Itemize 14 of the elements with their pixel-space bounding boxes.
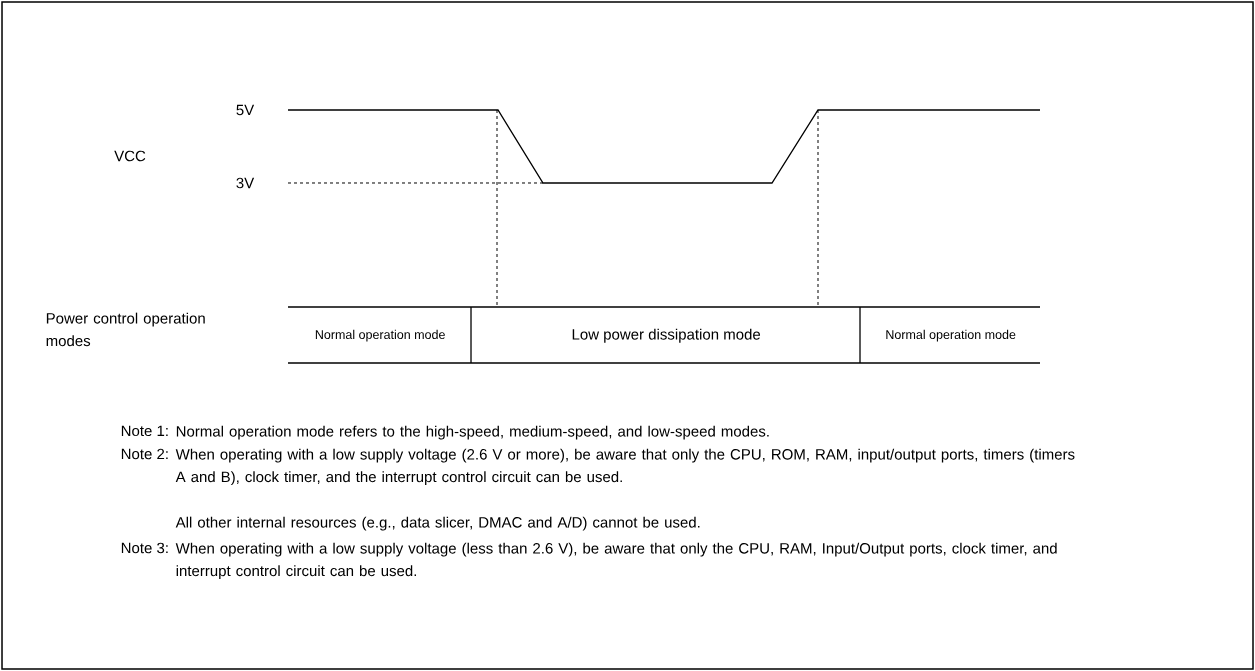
- voltage-label: 3V: [236, 177, 255, 189]
- note-text: When operating with a low supply voltage (less than 2.6 V), be aware that only the CPU, RAM, Input/Output ports, clock timer, and interrupt control circuit can be used.: [175, 542, 1057, 580]
- mode-cell: Low power dissipation mode: [470, 306, 861, 364]
- row-label: Power control operation modes: [46, 312, 205, 347]
- note-text: Normal operation mode refers to the high-speed, medium-speed, and low-speed modes.: [176, 425, 769, 440]
- note-text: When operating with a low supply voltage (2.6 V or more), be aware that only the CPU, ROM, RAM, input/output ports, timers (timers A and B), clock timer, and the interrupt control circuit can be used.: [175, 448, 1075, 486]
- signal-label: VCC: [114, 150, 146, 162]
- note-text: All other internal resources (e.g., data slicer, DMAC and A/D) cannot be used.: [175, 516, 700, 531]
- note-number: Note 1:: [121, 425, 168, 437]
- note-number: Note 3:: [121, 542, 168, 554]
- mode-cell: Normal operation mode: [287, 306, 472, 364]
- note-number: Note 2:: [121, 448, 168, 460]
- mode-cell: Normal operation mode: [859, 306, 1041, 364]
- voltage-label: 5V: [236, 104, 255, 116]
